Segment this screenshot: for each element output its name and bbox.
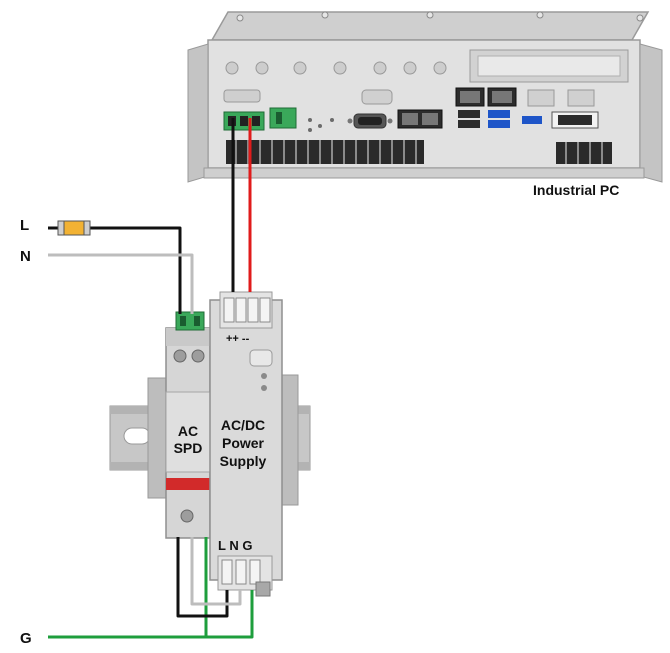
- neutral-label: N: [20, 248, 31, 265]
- terminal-block-icon: [175, 311, 205, 331]
- neutral-wire: [48, 253, 194, 314]
- ethernet-port-icon: [455, 87, 517, 107]
- psu-input-terminals-label: L N G: [218, 538, 252, 553]
- spd-label-line2: SPD: [174, 440, 203, 456]
- industrial-pc: Industrial PC: [187, 11, 663, 198]
- terminal-block-icon: [223, 111, 265, 131]
- usb-port-icon: [458, 110, 542, 128]
- ethernet-port-icon: [397, 109, 443, 129]
- serial-port-icon: [347, 113, 393, 129]
- industrial-pc-label: Industrial PC: [533, 182, 619, 198]
- ground-wire: [48, 590, 254, 639]
- ground-label: G: [20, 630, 32, 647]
- psu-label-line1: AC/DC: [221, 417, 265, 433]
- power-supply: ++ -- AC/DC Power Supply L N G: [209, 291, 299, 597]
- psu-label-line2: Power: [222, 435, 265, 451]
- ac-spd: AC SPD: [147, 311, 211, 539]
- wiring: [48, 118, 254, 639]
- spd-neutral-out-wire: [190, 537, 242, 606]
- line-label: L: [20, 217, 29, 234]
- fuse-icon: [57, 220, 91, 236]
- psu-output-terminals-label: ++ --: [226, 333, 250, 345]
- line-wire-to-spd: [88, 226, 182, 314]
- spd-label-line1: AC: [178, 423, 198, 439]
- psu-label-line3: Supply: [220, 453, 267, 469]
- dvi-port-icon: [551, 111, 599, 129]
